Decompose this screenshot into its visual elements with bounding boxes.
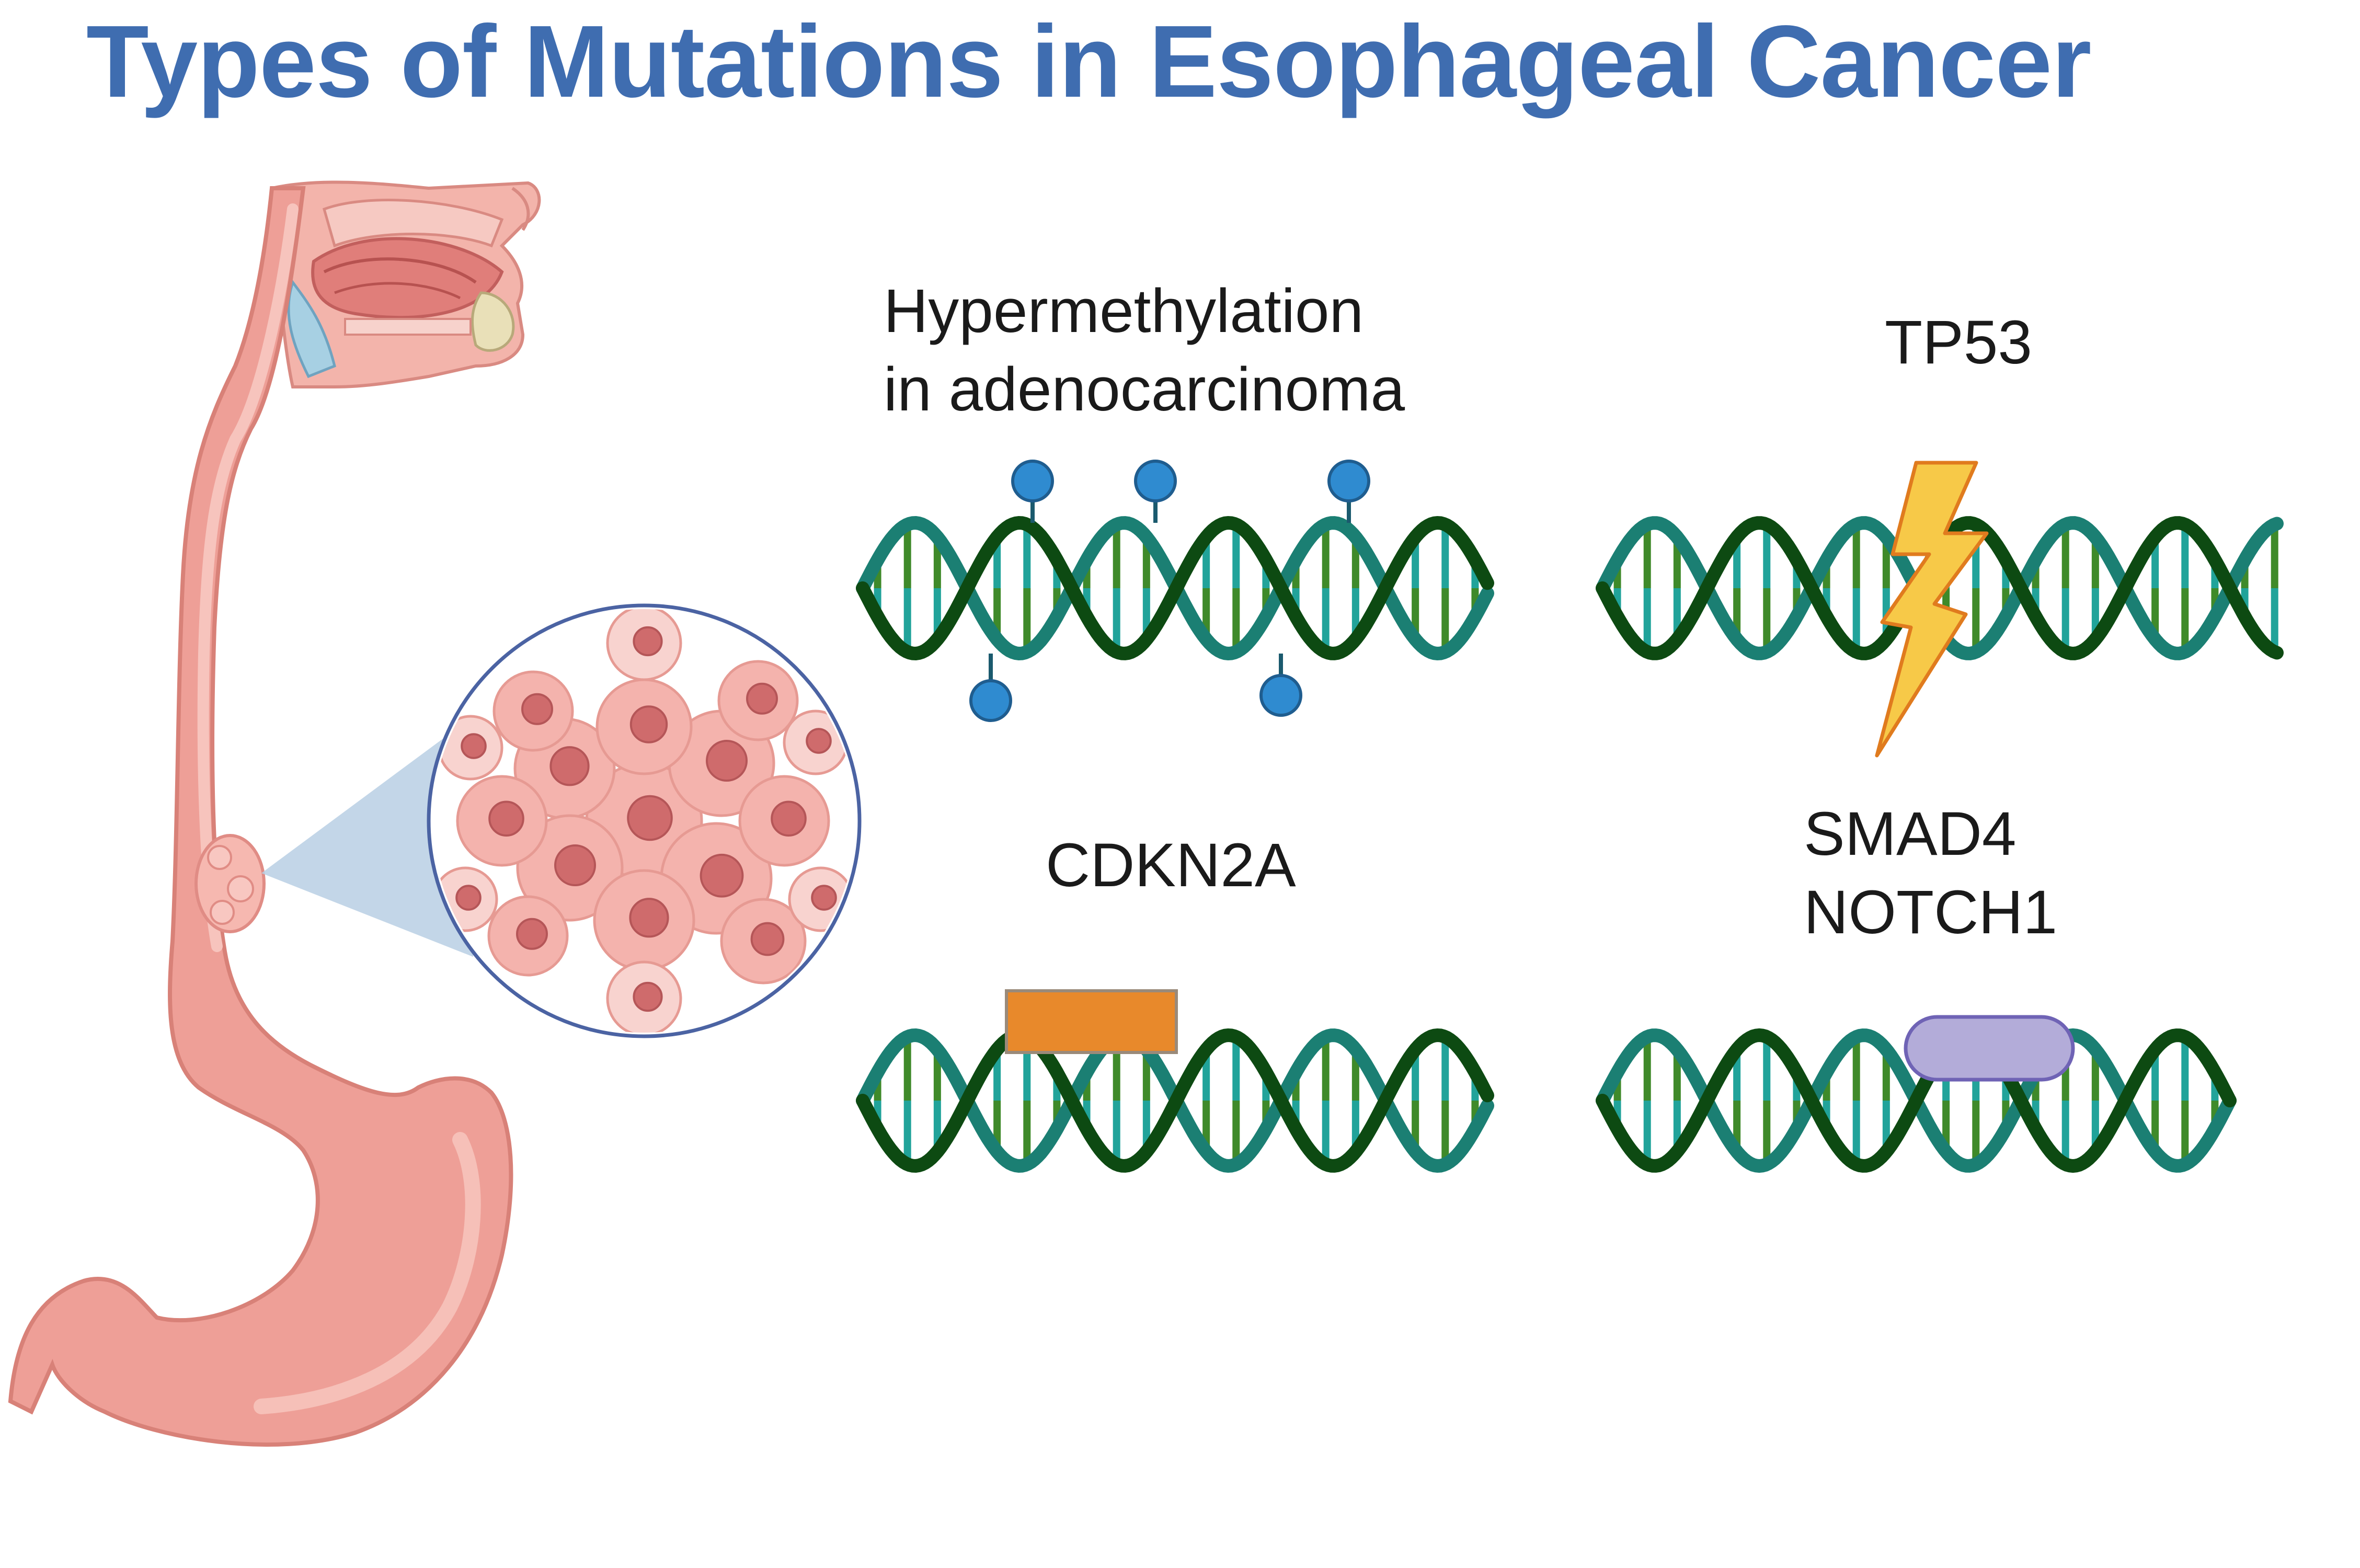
cell-nucleus — [629, 705, 668, 743]
cell-nucleus — [461, 733, 487, 759]
lightning-bolt-icon — [1875, 461, 1989, 758]
tumor-mass — [194, 834, 266, 933]
magnified-tumor-cells — [427, 603, 862, 1038]
hypermethylation-label: Hypermethylation in adenocarcinoma — [884, 272, 1405, 429]
methylation-markers — [969, 460, 1370, 722]
cell-nucleus — [771, 800, 807, 837]
cell-nucleus — [633, 981, 663, 1012]
dna-helix-hypermethylation — [856, 516, 1494, 661]
mouth-pharynx-illustration — [270, 180, 541, 388]
cell-nucleus — [488, 800, 524, 837]
methyl-group — [1011, 460, 1054, 502]
dna-strand-a — [856, 1028, 1494, 1173]
esophagus-and-stomach — [8, 186, 513, 1447]
notch1-label: NOTCH1 — [1804, 878, 2058, 947]
methyl-group — [1259, 674, 1302, 717]
zoom-cone — [261, 716, 473, 957]
page-title: Types of Mutations in Esophageal Cancer — [86, 4, 2091, 119]
methyl-group — [969, 679, 1012, 722]
dna-helix-smad4-notch1 — [1596, 1028, 2237, 1173]
cell-nucleus — [633, 626, 663, 657]
cell-nucleus — [629, 898, 669, 938]
cell-nucleus — [706, 740, 748, 782]
methyl-group — [1327, 460, 1370, 502]
insertion-pill — [1904, 1015, 2075, 1082]
cell-nucleus — [700, 853, 744, 898]
cell-nucleus — [750, 922, 785, 956]
deletion-block — [1005, 989, 1178, 1054]
dna-strand-a — [1596, 1028, 2237, 1173]
smad4-notch1-label: SMAD4 NOTCH1 — [1804, 795, 2057, 952]
smad4-label: SMAD4 — [1804, 799, 2017, 868]
dna-helix-cdkn2a — [856, 1028, 1494, 1173]
cell-nucleus — [746, 682, 778, 715]
hypermethylation-line1: Hypermethylation — [884, 277, 1364, 346]
dna-strand-a — [856, 516, 1494, 661]
cell-nucleus — [627, 795, 673, 841]
cell-nucleus — [516, 918, 548, 950]
hypermethylation-line2: in adenocarcinoma — [884, 355, 1405, 424]
methyl-group — [1134, 460, 1177, 502]
cdkn2a-label: CDKN2A — [1046, 831, 1296, 900]
cell-nucleus — [811, 885, 837, 911]
cell-nucleus — [521, 693, 553, 725]
cell-nucleus — [554, 844, 596, 886]
tp53-label: TP53 — [1885, 308, 2033, 377]
cell-nucleus — [806, 728, 832, 754]
cell-nucleus — [549, 746, 590, 786]
cell-nucleus — [455, 885, 482, 911]
